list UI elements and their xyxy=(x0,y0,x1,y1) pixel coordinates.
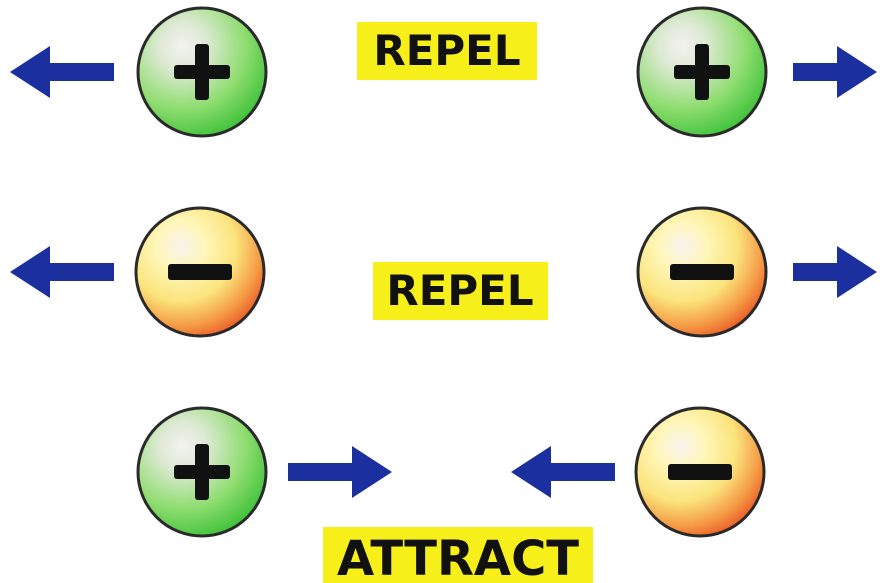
row-opposite: ATTRACT xyxy=(136,406,766,583)
repel-label-text: REPEL xyxy=(386,266,533,315)
positive-charge-icon xyxy=(136,6,268,138)
arrow-right-icon xyxy=(793,46,877,98)
arrow-left-icon xyxy=(511,446,615,498)
arrow-left-icon xyxy=(10,246,114,298)
arrow-right-icon xyxy=(288,446,392,498)
positive-charge-icon xyxy=(636,6,768,138)
attract-label: ATTRACT xyxy=(323,527,593,583)
arrow-right-icon xyxy=(793,246,877,298)
arrow-left-icon xyxy=(10,46,114,98)
repel-label: REPEL xyxy=(357,22,537,80)
row-like-positive: REPEL xyxy=(10,6,877,138)
negative-charge-icon xyxy=(636,206,768,338)
repel-label-text: REPEL xyxy=(373,26,520,75)
repel-label: REPEL xyxy=(373,262,548,320)
negative-charge-icon xyxy=(634,406,766,538)
positive-charge-icon xyxy=(136,406,268,538)
row-like-negative: REPEL xyxy=(10,206,877,338)
attract-label-text: ATTRACT xyxy=(337,531,579,583)
negative-charge-icon xyxy=(134,206,266,338)
